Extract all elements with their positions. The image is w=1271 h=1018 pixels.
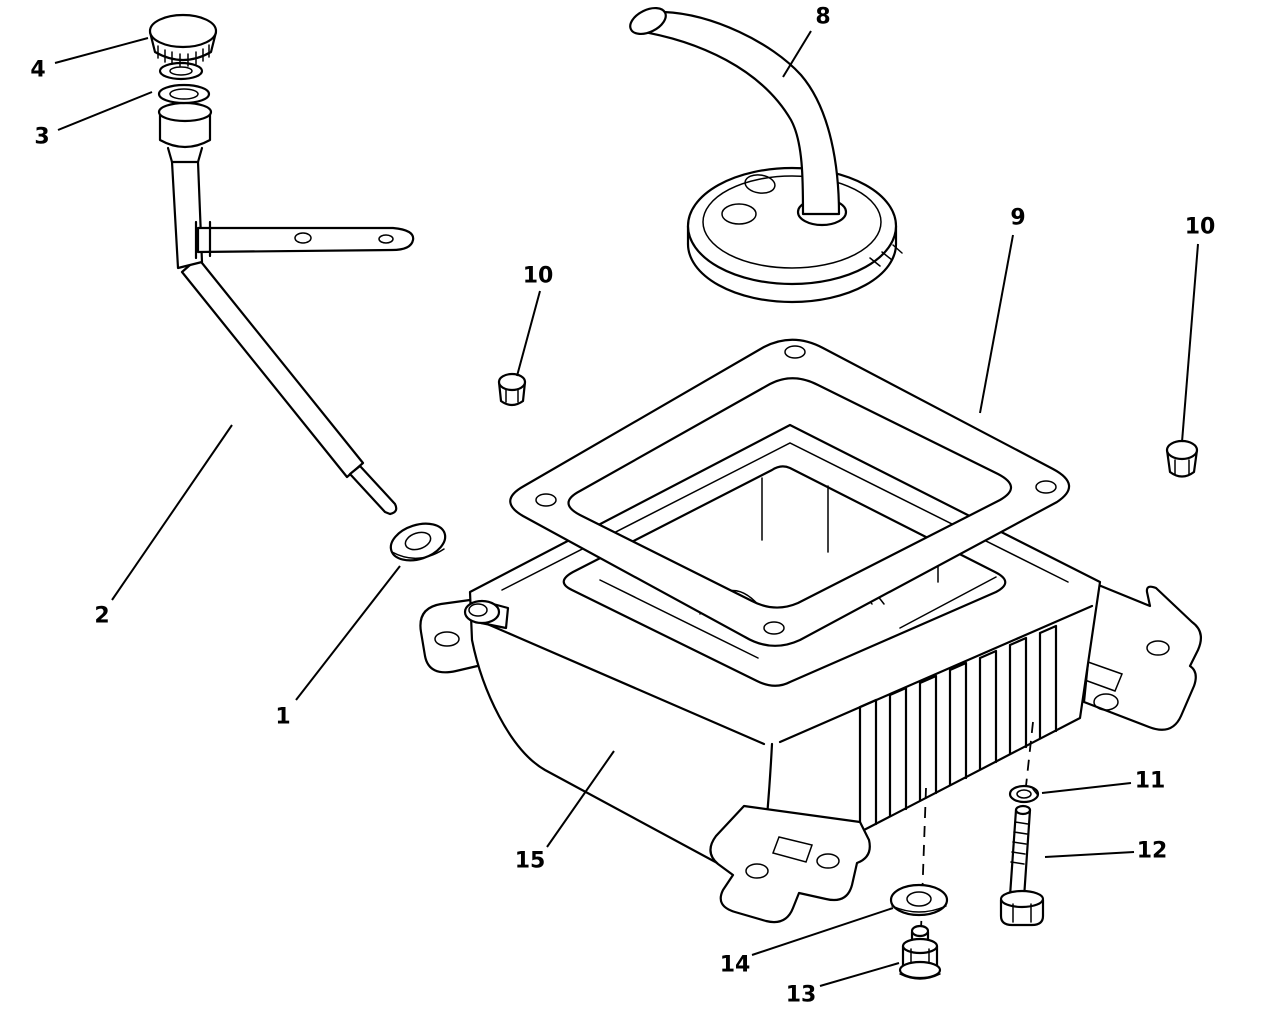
leader-lines [54, 30, 1199, 987]
callout-8: 8 [815, 4, 831, 30]
callout-9: 9 [1010, 205, 1026, 231]
nut-part-13 [898, 924, 942, 980]
callout-11: 11 [1134, 768, 1166, 794]
callout-10-left: 10 [522, 263, 554, 289]
callout-3: 3 [34, 124, 50, 150]
oil-filler-tube [629, 6, 903, 304]
dipstick-tube [157, 101, 415, 516]
washer-part-14 [889, 883, 949, 917]
callout-15: 15 [514, 848, 546, 874]
callout-13: 13 [785, 982, 817, 1008]
callout-1: 1 [275, 704, 291, 730]
callout-10-right: 10 [1184, 214, 1216, 240]
plug-part-10-right [1165, 439, 1199, 478]
callout-12: 12 [1136, 838, 1168, 864]
washer-part-1 [389, 522, 447, 562]
plug-part-10-left [497, 372, 527, 407]
callout-14: 14 [719, 952, 751, 978]
pan-gasket [509, 338, 1071, 647]
callout-2: 2 [94, 603, 110, 629]
dipstick-seal [157, 61, 211, 105]
callout-4: 4 [30, 57, 46, 83]
lock-washer-part-11 [1008, 784, 1040, 804]
bolt-part-12 [999, 804, 1045, 927]
dipstick-cap [148, 13, 218, 67]
